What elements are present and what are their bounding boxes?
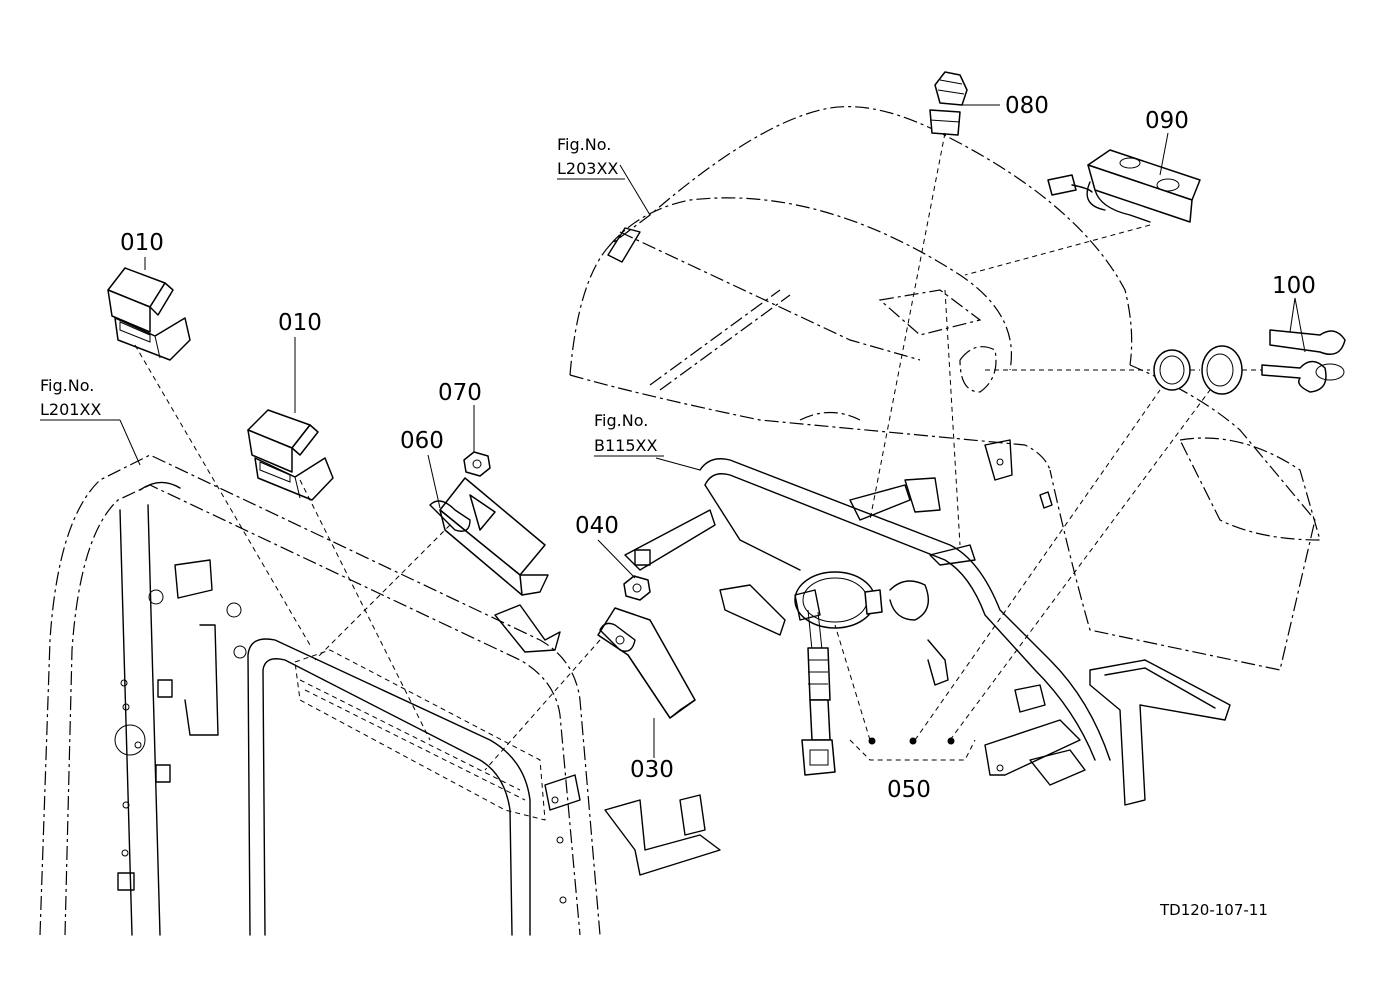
key-switch-050 [794,571,883,776]
switch-090 [1047,149,1201,223]
callout-dot [909,737,917,745]
nut-040 [623,575,651,601]
switch-080 [929,71,968,136]
callout-100: 100 [1272,273,1316,299]
dash-cover-panel [569,106,1321,671]
key-set-100 [1153,329,1346,395]
callout-040: 040 [575,513,619,539]
fig-ref-l201-label: Fig.No. [40,376,94,395]
fig-ref-b115-code: B115XX [594,436,657,455]
fig-ref-l201-code: L201XX [40,400,101,419]
relay-010-upper [107,267,191,361]
callout-030: 030 [630,757,674,783]
fig-ref-l203-label: Fig.No. [557,135,611,154]
callout-090: 090 [1145,108,1189,134]
callout-060: 060 [400,428,444,454]
callout-010-lower: 010 [278,310,322,336]
callout-dot [868,737,876,745]
fig-ref-l203-code: L203XX [557,159,618,178]
cab-frame-panel [39,454,721,936]
nut-070 [463,451,491,477]
flasher-060 [429,477,549,596]
callout-070: 070 [438,380,482,406]
drawing-code: TD120-107-11 [1159,901,1268,919]
leader-lines [119,104,1306,771]
callout-dot [947,737,955,745]
callout-050: 050 [887,777,931,803]
relay-010-lower [247,409,334,501]
callout-080: 080 [1005,93,1049,119]
module-030 [597,607,696,719]
callout-010-upper: 010 [120,230,164,256]
bracket-frame [624,458,1231,806]
fig-ref-b115-label: Fig.No. [594,411,648,430]
